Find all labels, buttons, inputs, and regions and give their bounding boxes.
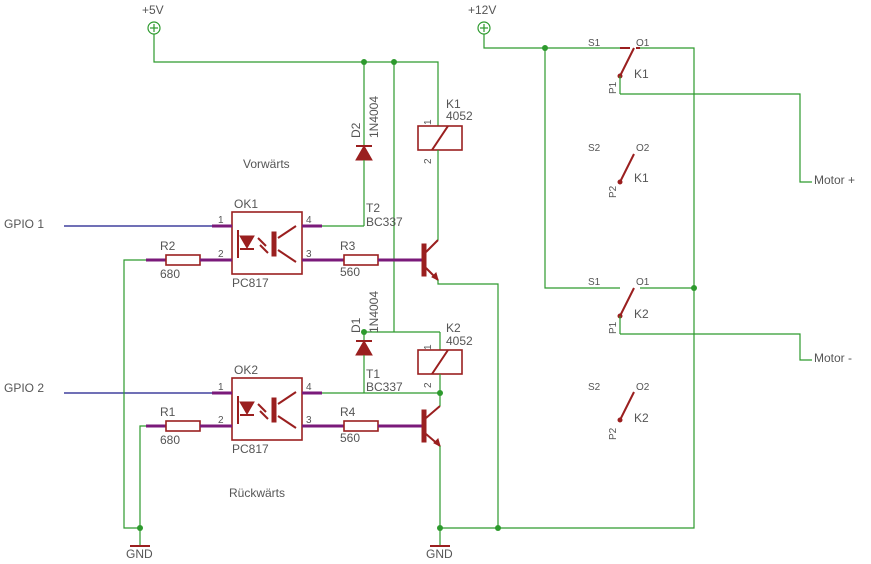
transistor-t2: T2 BC337 (366, 201, 439, 281)
ok2-pin1: 1 (218, 382, 224, 393)
transistor-t1: T1 BC337 (366, 367, 441, 447)
t1-value: BC337 (366, 380, 403, 394)
ok1-value: PC817 (232, 276, 269, 290)
k2-pin1: 1 (423, 344, 434, 350)
diode-d2: D2 1N4004 (349, 62, 381, 226)
motor-minus-label: Motor - (814, 351, 852, 365)
r2-name: R2 (160, 239, 176, 253)
k1-s1: S1 (588, 38, 601, 49)
k2-s2: S2 (588, 382, 601, 393)
d2-name: D2 (349, 122, 363, 138)
k1-o2: O2 (636, 143, 650, 154)
k1-o1: O1 (636, 38, 650, 49)
k2-label-b: K2 (634, 411, 649, 425)
r1-name: R1 (160, 405, 176, 419)
k1-pin1: 1 (423, 119, 434, 125)
optocoupler-ok2: OK2 PC817 1 2 4 3 (212, 363, 322, 456)
k1-s2: S2 (588, 143, 601, 154)
k1-contact-1: S1 O1 P1 K1 (588, 38, 650, 94)
k1-contact-2: S2 O2 P2 K1 (588, 143, 650, 198)
r2-value: 680 (160, 267, 180, 281)
vcc5-symbol: +5V (142, 3, 164, 35)
t2-value: BC337 (366, 215, 403, 229)
k2-p1: P1 (608, 321, 619, 334)
t1-name: T1 (366, 367, 380, 381)
ok1-name: OK1 (234, 197, 258, 211)
k2-o2: O2 (636, 382, 650, 393)
junction (691, 285, 697, 291)
resistor-r1: R1 680 (146, 405, 212, 447)
gnd-mid-label: GND (426, 547, 453, 561)
k1-pin2: 2 (423, 158, 434, 164)
vcc5-label: +5V (142, 3, 164, 17)
resistor-r2: R2 680 (146, 239, 212, 281)
direction-forward: Vorwärts (243, 157, 290, 171)
junction (495, 525, 501, 531)
k1-label-b: K1 (634, 171, 649, 185)
direction-reverse: Rückwärts (229, 486, 285, 500)
k1-value: 4052 (446, 109, 473, 123)
r3-name: R3 (340, 239, 356, 253)
vcc12-symbol: +12V (468, 3, 496, 35)
gpio2-label: GPIO 2 (4, 381, 44, 395)
gnd-left-label: GND (126, 547, 153, 561)
k1-p2: P2 (608, 185, 619, 198)
d1-name: D1 (349, 317, 363, 333)
k2-contact-2: S2 O2 P2 K2 (588, 382, 650, 440)
gpio1-label: GPIO 1 (4, 217, 44, 231)
k2-s1: S1 (588, 277, 601, 288)
resistor-r4: R4 560 (322, 405, 404, 445)
k2-p2: P2 (608, 427, 619, 440)
wire-5v-rail (153, 34, 439, 128)
diode-d1: D1 1N4004 (349, 291, 381, 393)
ok2-pin2: 2 (218, 415, 224, 426)
ok2-name: OK2 (234, 363, 258, 377)
r4-value: 560 (340, 431, 360, 445)
k1-p1: P1 (608, 81, 619, 94)
k2-contact-1: S1 O1 P1 K2 (588, 277, 650, 334)
d2-value: 1N4004 (367, 96, 381, 138)
k2-value: 4052 (446, 334, 473, 348)
r1-value: 680 (160, 433, 180, 447)
r4-name: R4 (340, 405, 356, 419)
k2-o1: O1 (636, 277, 650, 288)
gnd-left-symbol: GND (126, 540, 153, 561)
ok2-value: PC817 (232, 442, 269, 456)
k2-label-a: K2 (634, 307, 649, 321)
gnd-mid-symbol: GND (426, 540, 453, 561)
d1-value: 1N4004 (367, 291, 381, 333)
k1-name: K1 (446, 97, 461, 111)
ok1-pin2: 2 (218, 249, 224, 260)
junction (437, 525, 443, 531)
ok1-pin1: 1 (218, 215, 224, 226)
k2-name: K2 (446, 321, 461, 335)
junction (137, 525, 143, 531)
ok2-pin3: 3 (306, 415, 312, 426)
k1-label-a: K1 (634, 67, 649, 81)
r3-value: 560 (340, 265, 360, 279)
ok2-pin4: 4 (306, 382, 312, 393)
t2-name: T2 (366, 201, 380, 215)
ok1-pin3: 3 (306, 249, 312, 260)
ok1-pin4: 4 (306, 215, 312, 226)
k2-pin2: 2 (423, 382, 434, 388)
vcc12-label: +12V (468, 3, 496, 17)
resistor-r3: R3 560 (322, 239, 404, 279)
relay-k1-coil: K1 4052 1 2 (417, 97, 473, 230)
motor-plus-label: Motor + (814, 173, 855, 187)
optocoupler-ok1: OK1 PC817 1 2 4 3 (212, 197, 322, 290)
